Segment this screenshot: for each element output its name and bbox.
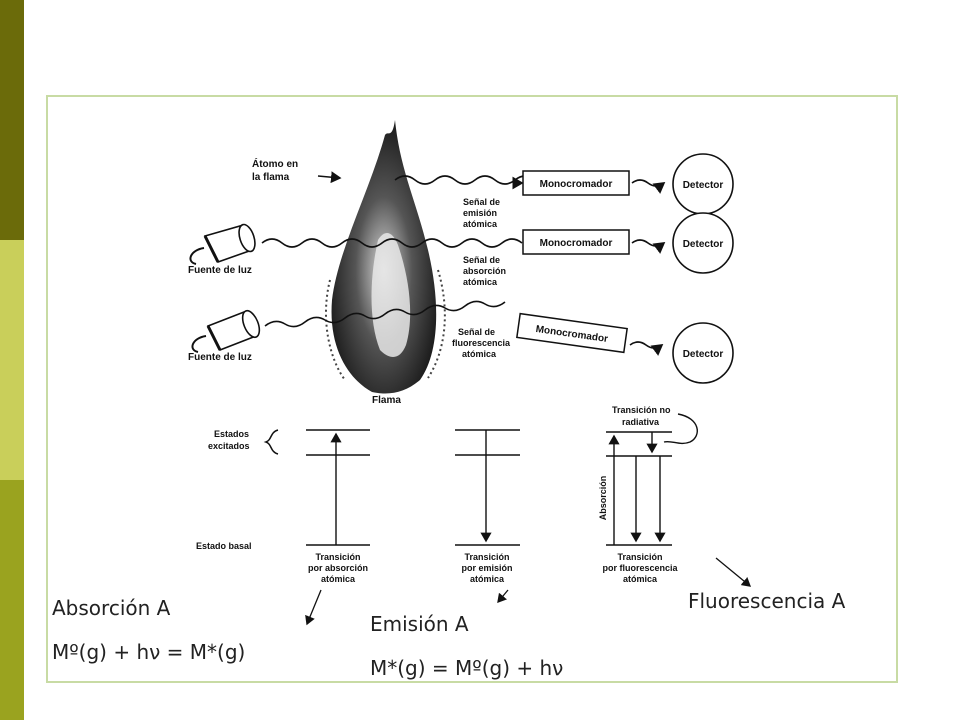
excited-states-label-line1: Estados (214, 429, 249, 439)
absorption-transition-line1: Transición (315, 552, 360, 562)
detector-circle-3 (672, 322, 734, 384)
absorption-caption-formula: Mº(g) + hν = M*(g) (52, 640, 246, 664)
lamp-icon-2 (191, 309, 261, 353)
fluorescence-transition-line3: atómica (623, 574, 658, 584)
absorption-transition-line3: atómica (321, 574, 356, 584)
flame-label: Flama (372, 395, 401, 406)
fluorescence-caption-title: Fluorescencia A (688, 589, 846, 613)
fluorescence-pointer-arrow (715, 557, 752, 587)
detector-label-3: Detector (683, 349, 724, 360)
absorption-pointer-arrow (305, 589, 322, 626)
nonradiative-label-line2: radiativa (622, 417, 660, 427)
fluorescence-signal-line2: fluorescencia (452, 338, 511, 348)
absorption-signal-line1: Señal de (463, 255, 500, 265)
fluorescence-levels (606, 413, 698, 546)
flame (324, 120, 446, 394)
nonradiative-label-line1: Transición no (612, 405, 671, 415)
fluorescence-signal-line3: atómica (462, 349, 497, 359)
detector-label-1: Detector (683, 180, 724, 191)
emission-signal-line1: Señal de (463, 197, 500, 207)
emission-caption-formula: M*(g) = Mº(g) + hν (370, 656, 564, 680)
emission-signal-line3: atómica (463, 219, 498, 229)
absorption-caption-title: Absorción A (52, 596, 171, 620)
absorption-signal-line2: absorción (463, 266, 506, 276)
emission-caption-title: Emisión A (370, 612, 469, 636)
absorption-levels (306, 429, 370, 546)
fluorescence-transition-line1: Transición (617, 552, 662, 562)
absorption-signal-line3: atómica (463, 277, 498, 287)
ground-state-label: Estado basal (196, 541, 252, 551)
accent-bar-middle (0, 240, 24, 480)
detector-circle-2 (672, 212, 734, 274)
excited-states-label-line2: excitados (208, 441, 250, 451)
fluorescence-signal-line1: Señal de (458, 327, 495, 337)
fluorescence-beam (264, 300, 506, 328)
emission-transition-line3: atómica (470, 574, 505, 584)
accent-bar-top (0, 0, 24, 240)
monochromator-label-1: Monocromador (540, 179, 613, 190)
emission-transition-line2: por emisión (461, 563, 512, 573)
absorption-transition-line2: por absorción (308, 563, 368, 573)
emission-pointer-arrow (497, 589, 509, 603)
detector-label-2: Detector (683, 239, 724, 250)
emission-transition-line1: Transición (464, 552, 509, 562)
fluorescence-transition-line2: por fluorescencia (602, 563, 678, 573)
image-frame (46, 95, 898, 683)
atom-label-line2: la flama (252, 172, 290, 183)
light-source-label-2: Fuente de luz (188, 352, 252, 363)
absorption-axis-label: Absorción (598, 476, 608, 521)
absorption-beam (261, 238, 523, 248)
excited-states-brace (263, 429, 279, 455)
accent-bar-bottom (0, 480, 24, 720)
monochromator-box-2 (522, 229, 630, 255)
monochromator-box-3: Monocromador (516, 312, 628, 354)
light-source-label-1: Fuente de luz (188, 265, 252, 276)
atom-pointer-arrow (317, 171, 342, 184)
atom-label-line1: Átomo en (252, 157, 298, 170)
lamp-icon-1 (189, 223, 256, 265)
emission-levels (455, 429, 520, 546)
monochromator-label-2: Monocromador (540, 238, 613, 249)
monochromator-box-1 (522, 170, 630, 196)
emission-signal-line2: emisión (463, 208, 497, 218)
